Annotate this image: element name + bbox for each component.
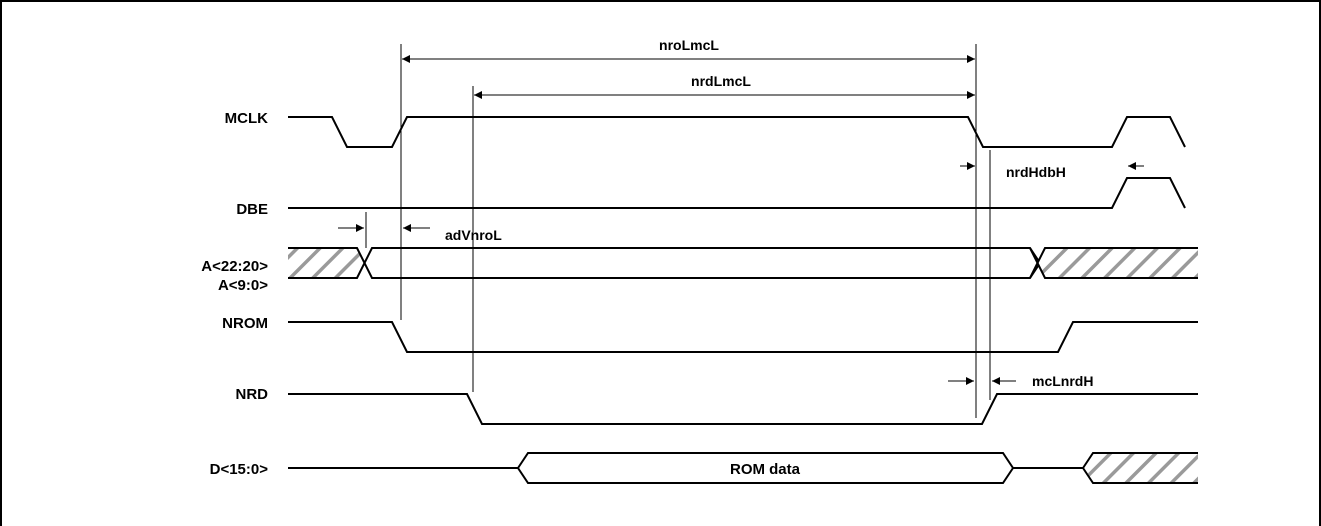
signal-label-addr-high: A<22:20> <box>201 258 268 275</box>
nrdHdbH-label: nrdHdbH <box>1006 164 1066 180</box>
signal-label-nrd: NRD <box>236 386 269 403</box>
data-bus-invalid-end <box>1085 453 1198 483</box>
addr-bus-end-edges <box>1029 247 1198 279</box>
adVnroL-label: adVnroL <box>445 227 502 243</box>
nrom-waveform <box>288 321 1198 353</box>
nroLmcL-label: nroLmcL <box>659 37 719 53</box>
signal-label-mclk: MCLK <box>225 110 268 127</box>
nrdLmcL-label: nrdLmcL <box>691 73 751 89</box>
signal-label-nrom: NROM <box>222 315 268 332</box>
data-bus-end-edges-bottom <box>1082 467 1198 484</box>
nrd-waveform <box>288 393 1198 425</box>
signal-label-data: D<15:0> <box>210 461 269 478</box>
addr-bus-invalid-start <box>288 248 364 278</box>
mclk-waveform <box>288 116 1186 148</box>
addr-bus-end-edges-top <box>1029 247 1198 279</box>
mcLnrdH-label: mcLnrdH <box>1032 373 1093 389</box>
rom-data-label: ROM data <box>730 461 801 478</box>
dbe-waveform <box>288 177 1186 209</box>
data-bus-end-edges <box>1082 452 1198 469</box>
signal-label-addr-low: A<9:0> <box>218 277 268 294</box>
addr-bus-invalid-end <box>1038 248 1198 278</box>
signal-label-dbe: DBE <box>236 201 268 218</box>
